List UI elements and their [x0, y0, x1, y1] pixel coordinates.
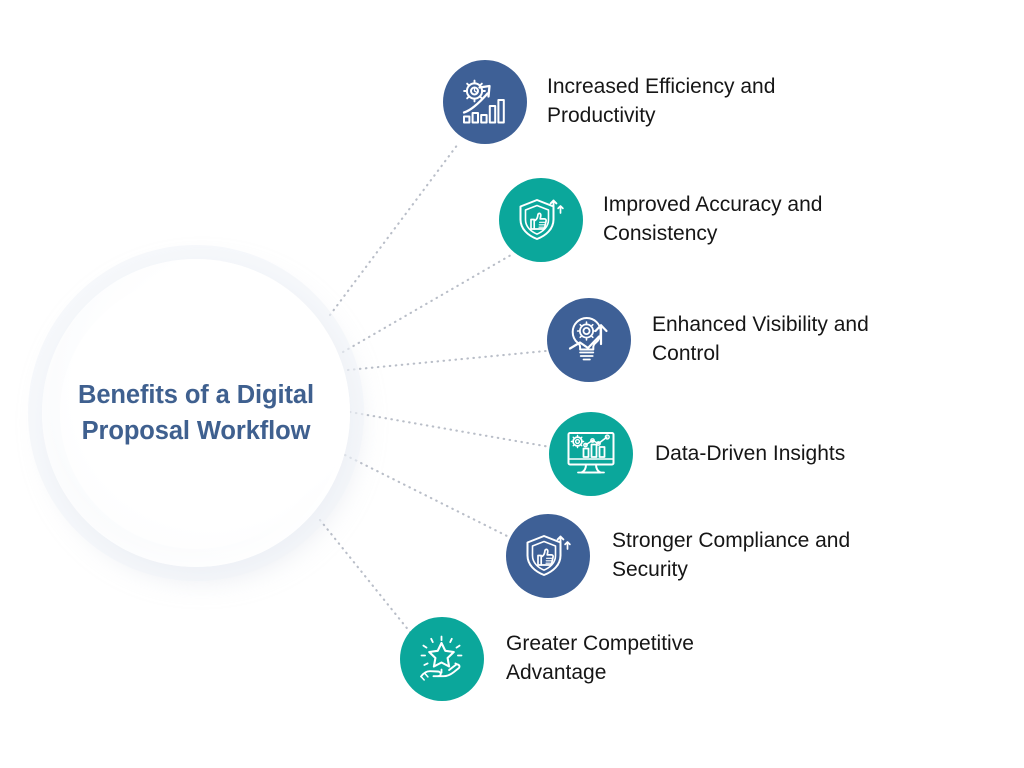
benefit-label-5: Stronger Compliance and Security	[612, 529, 851, 581]
benefit-icon-3	[547, 298, 631, 382]
connector-line-4	[348, 410, 558, 450]
benefit-node-1[interactable]: Increased Efficiency and Productivity	[443, 60, 775, 144]
connector-line-6	[318, 518, 416, 639]
central-hub: Benefits of a Digital Proposal Workflow	[42, 259, 350, 567]
benefit-label-1: Increased Efficiency and Productivity	[547, 75, 776, 127]
connector-line-3	[346, 348, 558, 372]
benefit-node-5[interactable]: Stronger Compliance and Security	[506, 514, 850, 598]
benefit-node-4[interactable]: Data-Driven Insights	[549, 412, 845, 496]
benefit-label-6: Greater Competitive Advantage	[506, 632, 694, 684]
connector-line-1	[328, 142, 460, 317]
hand-holding-star-icon	[420, 635, 463, 681]
benefit-label-4: Data-Driven Insights	[655, 441, 846, 465]
benefit-node-6[interactable]: Greater Competitive Advantage	[400, 617, 694, 701]
benefit-label-3: Enhanced Visibility and Control	[652, 313, 869, 365]
benefit-node-2[interactable]: Improved Accuracy and Consistency	[499, 178, 822, 262]
shield-thumbs-up-icon	[519, 199, 564, 240]
benefit-icon-4	[549, 412, 633, 496]
benefit-icon-1	[443, 60, 527, 144]
central-hub-inner: Benefits of a Digital Proposal Workflow	[60, 277, 332, 549]
shield-thumbs-up-icon	[526, 535, 571, 576]
benefit-icon-6	[400, 617, 484, 701]
benefit-node-3[interactable]: Enhanced Visibility and Control	[547, 298, 869, 382]
monitor-analytics-icon	[567, 432, 615, 474]
connector-line-2	[341, 253, 513, 354]
benefit-label-2: Improved Accuracy and Consistency	[603, 193, 823, 245]
gear-clock-growth-chart-icon	[462, 79, 505, 124]
benefit-icon-2	[499, 178, 583, 262]
benefit-icon-5	[506, 514, 590, 598]
connector-line-5	[343, 453, 517, 542]
lightbulb-gear-arrow-icon	[568, 317, 608, 361]
page-title: Benefits of a Digital Proposal Workflow	[78, 380, 314, 445]
